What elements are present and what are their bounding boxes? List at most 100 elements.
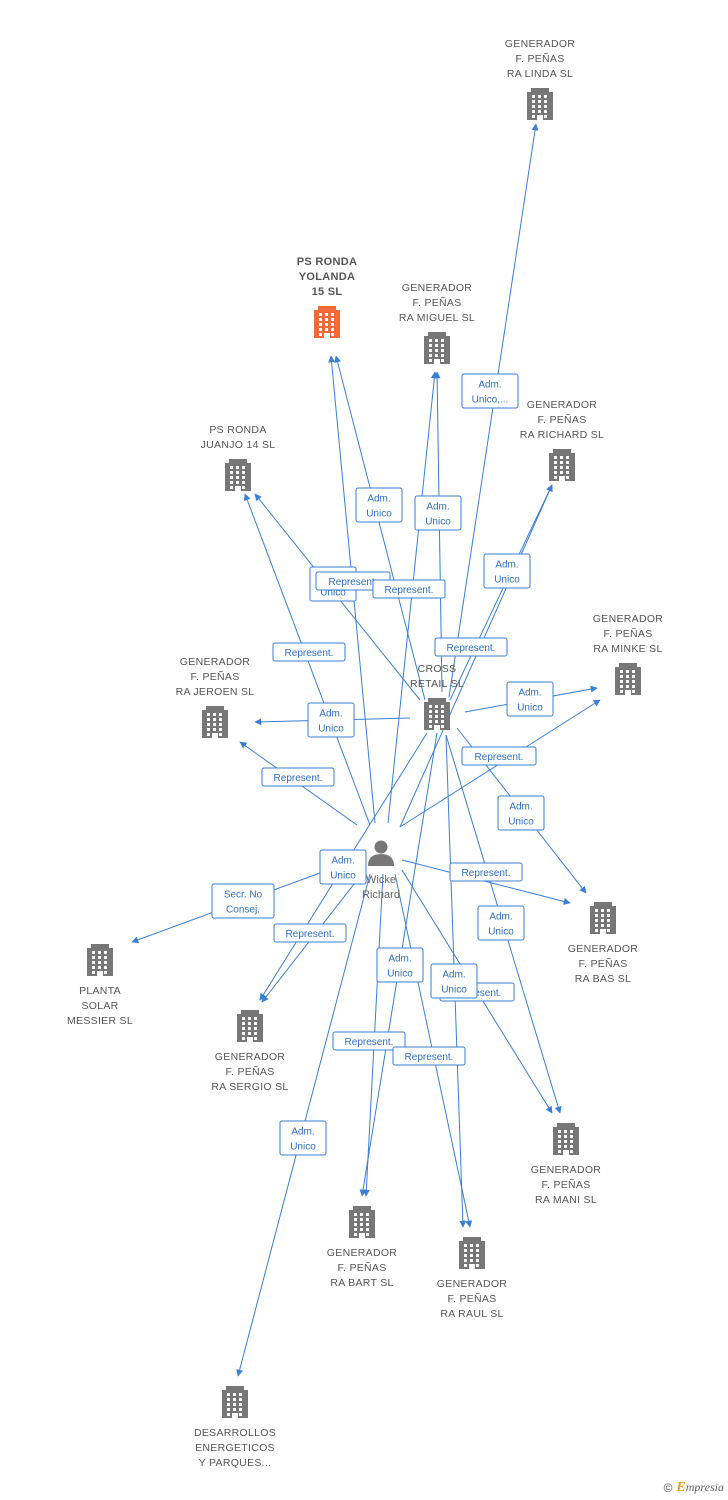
- company-node-juanjo[interactable]: PS RONDA JUANJO 14 SL: [201, 424, 276, 491]
- building-icon[interactable]: [615, 663, 641, 695]
- company-label[interactable]: F. PEÑAS: [541, 1178, 590, 1191]
- building-icon[interactable]: [202, 706, 228, 738]
- company-label[interactable]: RA BART SL: [330, 1277, 393, 1289]
- company-node-yolanda[interactable]: PS RONDA YOLANDA 15 SL: [297, 256, 357, 338]
- person-label[interactable]: Richard: [362, 889, 400, 901]
- company-node-bas[interactable]: GENERADOR F. PEÑAS RA BAS SL: [568, 902, 638, 985]
- company-label[interactable]: PLANTA: [79, 985, 121, 997]
- empresia-logo[interactable]: Empresia: [676, 1480, 724, 1495]
- building-icon[interactable]: [222, 1386, 248, 1418]
- edge-label-l-bart-r[interactable]: Represent.: [332, 1031, 406, 1051]
- building-icon[interactable]: [87, 944, 113, 976]
- company-node-mani[interactable]: GENERADOR F. PEÑAS RA MANI SL: [531, 1123, 601, 1206]
- company-node-minke[interactable]: GENERADOR F. PEÑAS RA MINKE SL: [593, 613, 663, 695]
- company-label[interactable]: RA MANI SL: [535, 1194, 597, 1206]
- company-node-bart[interactable]: GENERADOR F. PEÑAS RA BART SL: [327, 1206, 397, 1289]
- company-label[interactable]: F. PEÑAS: [515, 52, 564, 65]
- edge-label-l-jeroen-r[interactable]: Represent.: [261, 767, 335, 787]
- edge-label-l-yol[interactable]: Adm.Unico: [355, 487, 403, 523]
- company-label[interactable]: YOLANDA: [299, 271, 356, 283]
- edge-label-l-bart[interactable]: Adm.Unico: [376, 947, 424, 983]
- company-label[interactable]: JUANJO 14 SL: [201, 439, 276, 451]
- company-label[interactable]: F. PEÑAS: [190, 670, 239, 683]
- company-label[interactable]: RA RAUL SL: [440, 1308, 503, 1320]
- company-label[interactable]: GENERADOR: [527, 399, 597, 411]
- edge-label-l-desa[interactable]: Adm.Unico: [279, 1120, 327, 1156]
- edge-label-l-miguel-r[interactable]: Represent.: [372, 579, 446, 599]
- company-label[interactable]: RA RICHARD SL: [520, 429, 604, 441]
- company-label[interactable]: RA MINKE SL: [593, 643, 662, 655]
- company-label[interactable]: RA SERGIO SL: [211, 1081, 288, 1093]
- person-label[interactable]: Wicke: [366, 874, 396, 886]
- company-label[interactable]: RA MIGUEL SL: [399, 312, 475, 324]
- company-label[interactable]: GENERADOR: [402, 282, 472, 294]
- company-label[interactable]: DESARROLLOS: [194, 1427, 276, 1439]
- company-label[interactable]: GENERADOR: [327, 1247, 397, 1259]
- building-icon[interactable]: [314, 306, 340, 338]
- edge-label-l-bas[interactable]: Adm.Unico: [497, 795, 545, 831]
- building-icon[interactable]: [424, 698, 450, 730]
- building-icon[interactable]: [553, 1123, 579, 1155]
- company-node-desarrollos[interactable]: DESARROLLOS ENERGETICOS Y PARQUES...: [194, 1386, 276, 1469]
- building-icon[interactable]: [225, 459, 251, 491]
- edge-label-l-richard-r[interactable]: Represent.: [434, 637, 508, 657]
- edge-label-l-jeroen[interactable]: Adm.Unico: [307, 702, 355, 738]
- company-label[interactable]: F. PEÑAS: [412, 296, 461, 309]
- edge-label-l-richard[interactable]: Adm.Unico: [483, 553, 531, 589]
- building-icon[interactable]: [590, 902, 616, 934]
- company-label[interactable]: GENERADOR: [593, 613, 663, 625]
- company-label[interactable]: F. PEÑAS: [225, 1065, 274, 1078]
- company-label[interactable]: RA LINDA SL: [507, 68, 573, 80]
- company-label[interactable]: Y PARQUES...: [199, 1457, 272, 1469]
- company-label[interactable]: F. PEÑAS: [337, 1261, 386, 1274]
- building-icon[interactable]: [349, 1206, 375, 1238]
- company-label[interactable]: PS RONDA: [209, 424, 266, 436]
- company-label[interactable]: PS RONDA: [297, 256, 357, 268]
- edge-label-l-bas-r[interactable]: Represent.: [449, 862, 523, 882]
- company-label[interactable]: SOLAR: [81, 1000, 118, 1012]
- building-icon[interactable]: [424, 332, 450, 364]
- edge-label-l-raul-r[interactable]: Represent.: [392, 1046, 466, 1066]
- company-node-messier[interactable]: PLANTA SOLAR MESSIER SL: [67, 944, 133, 1027]
- company-label[interactable]: 15 SL: [312, 286, 343, 298]
- edge-label-l-sergio-r[interactable]: Represent.: [273, 923, 347, 943]
- company-label[interactable]: F. PEÑAS: [537, 413, 586, 426]
- edge-label-l-sergio[interactable]: Adm.Unico: [319, 849, 367, 885]
- company-label[interactable]: GENERADOR: [215, 1051, 285, 1063]
- company-label[interactable]: RA BAS SL: [575, 973, 631, 985]
- company-label[interactable]: GENERADOR: [437, 1278, 507, 1290]
- company-label[interactable]: F. PEÑAS: [447, 1292, 496, 1305]
- company-label[interactable]: F. PEÑAS: [603, 627, 652, 640]
- edge-label-l-miguel[interactable]: Adm.Unico: [414, 495, 462, 531]
- edge-label-l-linda[interactable]: Adm.Unico,...: [461, 373, 519, 409]
- building-icon[interactable]: [237, 1010, 263, 1042]
- edge-label-l-minke[interactable]: Adm.Unico: [506, 681, 554, 717]
- company-label[interactable]: MESSIER SL: [67, 1015, 133, 1027]
- building-icon[interactable]: [527, 88, 553, 120]
- edge-label-l-minke-r[interactable]: Represent.: [461, 746, 537, 766]
- edge-label-l-juanjo-r[interactable]: Represent.: [315, 571, 391, 591]
- company-label[interactable]: GENERADOR: [531, 1164, 601, 1176]
- company-label[interactable]: ENERGETICOS: [195, 1442, 275, 1454]
- person-icon[interactable]: [368, 840, 394, 867]
- company-node-cross[interactable]: CROSS RETAIL SL: [410, 663, 464, 730]
- edge-label-l-mani[interactable]: Adm.Unico: [477, 905, 525, 941]
- company-label[interactable]: F. PEÑAS: [578, 957, 627, 970]
- company-label[interactable]: GENERADOR: [568, 943, 638, 955]
- edge-label-l-raul[interactable]: Adm.Unico: [430, 963, 478, 999]
- company-label[interactable]: GENERADOR: [505, 38, 575, 50]
- company-node-raul[interactable]: GENERADOR F. PEÑAS RA RAUL SL: [437, 1237, 507, 1320]
- edge-label-l-juanjo-r2[interactable]: Represent.: [272, 642, 346, 662]
- building-icon[interactable]: [549, 449, 575, 481]
- company-label[interactable]: GENERADOR: [180, 656, 250, 668]
- company-node-linda[interactable]: GENERADOR F. PEÑAS RA LINDA SL: [505, 38, 575, 120]
- building-icon[interactable]: [459, 1237, 485, 1269]
- company-node-richard[interactable]: GENERADOR F. PEÑAS RA RICHARD SL: [520, 399, 604, 481]
- company-label[interactable]: CROSS: [418, 663, 457, 675]
- company-label[interactable]: RETAIL SL: [410, 678, 464, 690]
- company-node-sergio[interactable]: GENERADOR F. PEÑAS RA SERGIO SL: [211, 1010, 288, 1093]
- company-node-miguel[interactable]: GENERADOR F. PEÑAS RA MIGUEL SL: [399, 282, 475, 364]
